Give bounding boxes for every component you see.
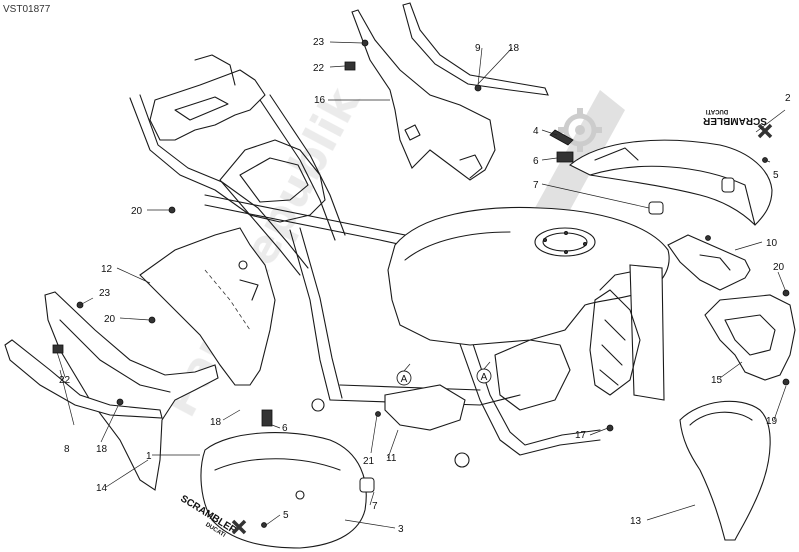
callout-23: 23 <box>313 37 325 48</box>
side-cover-left <box>139 227 276 386</box>
callout-4: 4 <box>533 126 539 137</box>
reference-code: VST01877 <box>3 4 51 15</box>
callout-1: 1 <box>146 451 152 462</box>
callout-19: 19 <box>766 416 778 427</box>
callout-2: 2 <box>785 93 791 104</box>
screw <box>261 522 267 528</box>
callout-5b: 5 <box>283 510 289 521</box>
chain-guard <box>384 384 466 431</box>
screw <box>782 289 790 297</box>
brand-sub: DUCATI <box>706 108 729 114</box>
rubber-grommet <box>359 477 375 493</box>
cross-icon <box>757 123 773 139</box>
callout-22b: 22 <box>59 375 71 386</box>
clip <box>344 61 356 71</box>
callout-13: 13 <box>630 516 642 527</box>
sticker-6 <box>261 409 273 427</box>
front-fender-right <box>569 139 773 226</box>
gear-icon <box>558 108 602 152</box>
screw <box>705 235 711 241</box>
subframe <box>129 54 601 468</box>
rear-light-holder <box>704 294 796 381</box>
screw <box>474 84 482 92</box>
side-panel-upper <box>351 9 496 181</box>
clip <box>52 344 64 354</box>
section-a-marker: A <box>476 361 492 384</box>
scrambler-logo-mirrored: SCRAMBLER DUCATI <box>702 108 773 139</box>
callouts: 1 2 3 4 5 5 6 6 7 7 8 9 10 11 12 13 14 1… <box>59 37 791 535</box>
sticker-6 <box>556 151 574 163</box>
svg-text:A: A <box>481 372 488 383</box>
trim-strip-upper <box>402 2 549 96</box>
callout-12: 12 <box>101 264 113 275</box>
callout-10: 10 <box>766 238 778 249</box>
screw <box>782 378 790 386</box>
trim-strip-lower <box>4 339 163 419</box>
callout-3: 3 <box>398 524 404 535</box>
cross-icon <box>231 519 247 535</box>
callout-22: 22 <box>313 63 325 74</box>
callout-14: 14 <box>96 483 108 494</box>
callout-7b: 7 <box>372 501 378 512</box>
rubber-grommet <box>648 201 664 215</box>
callout-7: 7 <box>533 180 539 191</box>
callout-20b: 20 <box>104 314 116 325</box>
callout-18b: 18 <box>96 444 108 455</box>
callout-18c: 18 <box>210 417 222 428</box>
callout-5: 5 <box>773 170 779 181</box>
rear-hugger <box>679 400 771 541</box>
callout-20c: 20 <box>773 262 785 273</box>
callout-11: 11 <box>386 453 397 464</box>
front-fender-lower <box>200 432 367 549</box>
callout-9: 9 <box>475 43 481 54</box>
fuel-tank <box>387 206 670 401</box>
callout-15: 15 <box>711 375 723 386</box>
callout-16: 16 <box>314 95 326 106</box>
callout-20: 20 <box>131 206 143 217</box>
callout-6: 6 <box>533 156 539 167</box>
screw <box>606 424 614 432</box>
callout-17: 17 <box>575 430 587 441</box>
leader-lines <box>56 41 787 529</box>
callout-6b: 6 <box>282 423 288 434</box>
screw <box>375 411 381 417</box>
screw <box>116 398 124 406</box>
callout-21: 21 <box>363 456 375 467</box>
license-bracket <box>667 234 751 291</box>
frame-lower <box>589 289 641 396</box>
svg-text:A: A <box>401 374 408 385</box>
callout-8: 8 <box>64 444 70 455</box>
brand-name: SCRAMBLER <box>702 115 767 126</box>
rubber-grommet <box>721 177 735 193</box>
callout-18: 18 <box>508 43 520 54</box>
callout-23b: 23 <box>99 288 111 299</box>
section-a-marker: A <box>396 363 412 386</box>
